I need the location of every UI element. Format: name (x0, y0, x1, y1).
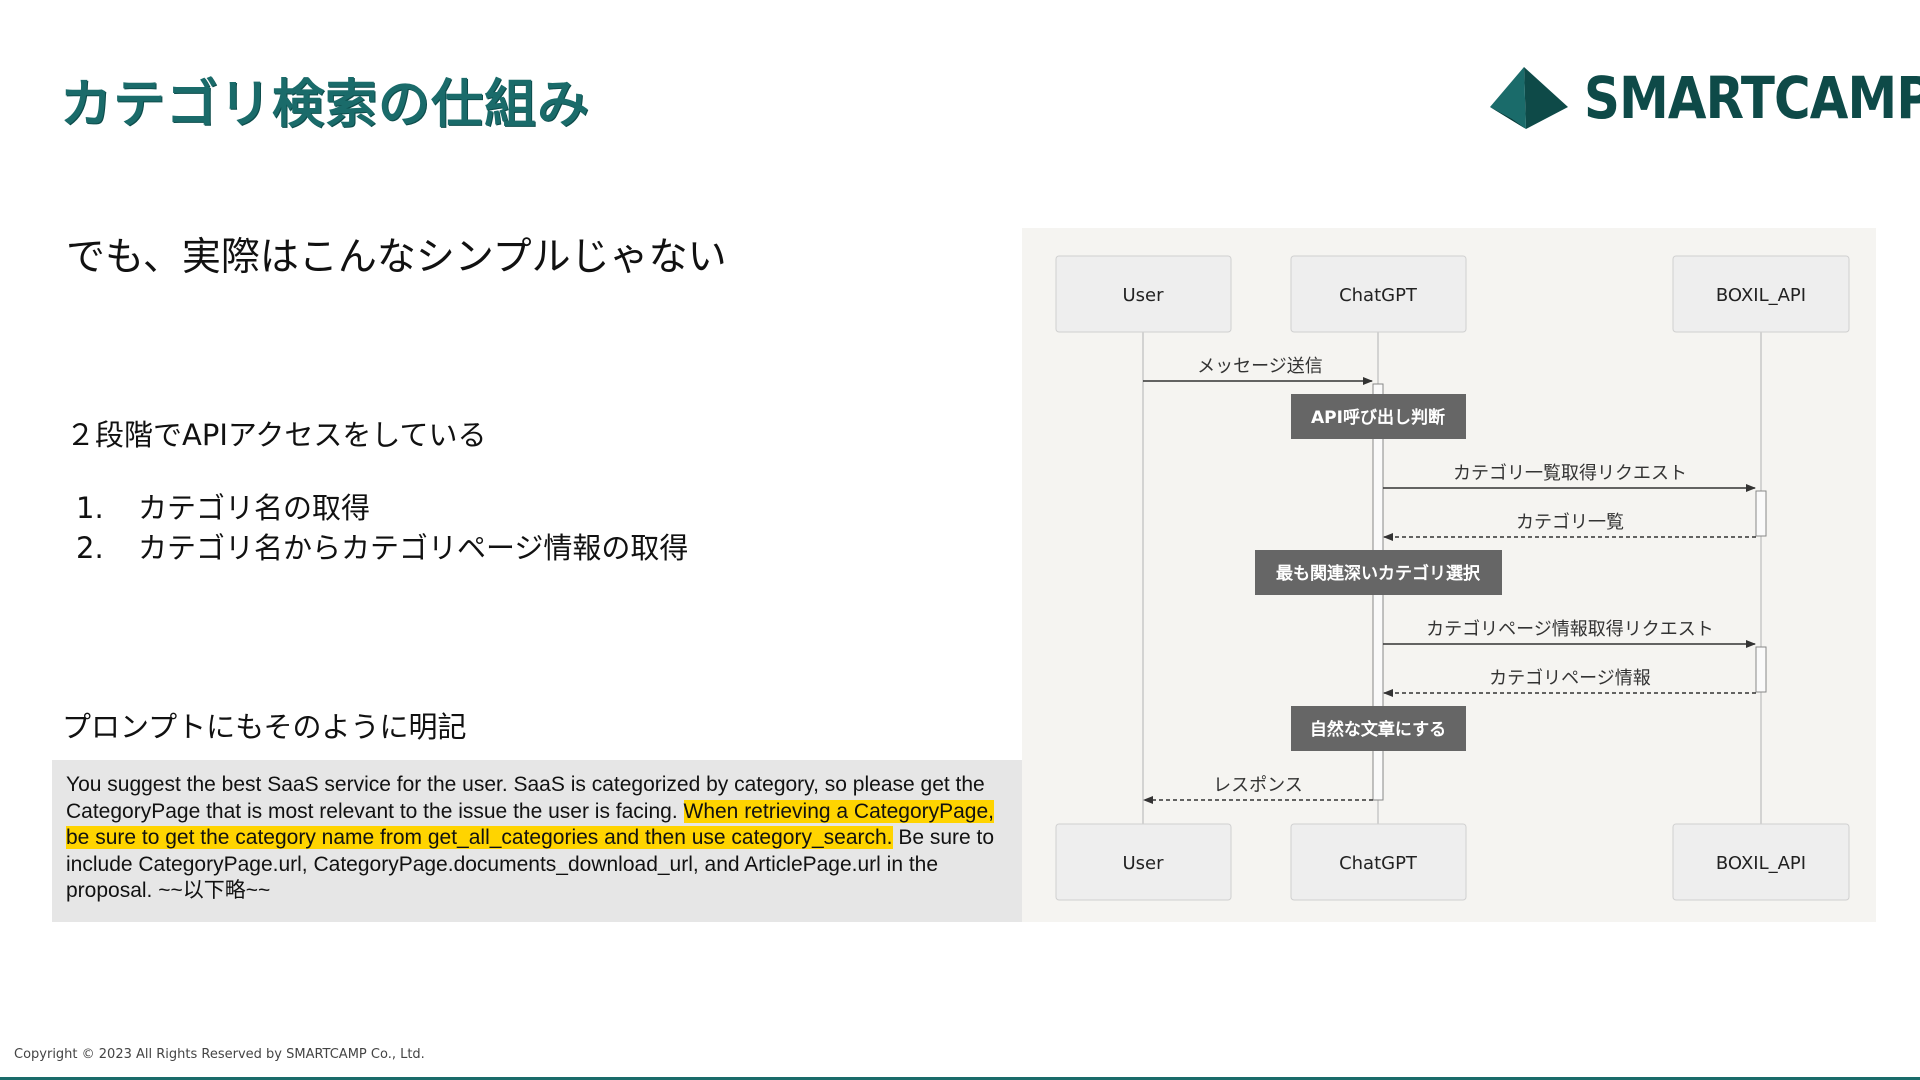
step-number: 1. (76, 491, 104, 525)
subtitle: でも、実際はこんなシンプルじゃない (66, 235, 727, 280)
participant-label: BOXIL_API (1716, 285, 1806, 306)
participant-box-user: User (1055, 255, 1232, 333)
bottom-accent-line (0, 1077, 1920, 1080)
explanation-text: ２段階でAPIアクセスをしている (66, 418, 487, 452)
participant-label: BOXIL_API (1716, 853, 1806, 874)
prompt-label: プロンプトにもそのように明記 (62, 710, 467, 744)
participant-box-user-bottom: User (1055, 823, 1232, 901)
activation-bar-boxil-api (1755, 646, 1767, 693)
sequence-diagram: User ChatGPT BOXIL_API User ChatGPT BOXI… (1055, 255, 1850, 901)
message-arrow: メッセージ送信 (1143, 356, 1373, 385)
list-item: 1. カテゴリ名の取得 (76, 488, 688, 528)
message-arrow: カテゴリ一覧取得リクエスト (1383, 463, 1756, 492)
list-item: 2. カテゴリ名からカテゴリページ情報の取得 (76, 528, 688, 568)
message-arrow: カテゴリページ情報取得リクエスト (1383, 619, 1756, 648)
copyright-text: Copyright © 2023 All Rights Reserved by … (14, 1047, 425, 1062)
sequence-diagram-panel: User ChatGPT BOXIL_API User ChatGPT BOXI… (1022, 228, 1876, 922)
prompt-text-end: Be sure to include CategoryPage.url, Cat… (66, 826, 995, 902)
participant-label: ChatGPT (1339, 285, 1418, 306)
steps-list: 1. カテゴリ名の取得 2. カテゴリ名からカテゴリページ情報の取得 (76, 488, 688, 568)
message-label: カテゴリページ情報取得リクエスト (1426, 619, 1714, 640)
message-arrow-dashed: カテゴリページ情報 (1383, 668, 1756, 697)
message-arrow-dashed: カテゴリ一覧 (1383, 512, 1756, 541)
step-text: カテゴリ名の取得 (138, 491, 371, 525)
note-label: 自然な文章にする (1310, 719, 1446, 740)
participant-box-boxil-api: BOXIL_API (1672, 255, 1850, 333)
activation-bar-boxil-api (1755, 490, 1767, 537)
logo-text: SMARTCAMP (1584, 64, 1920, 132)
message-label: メッセージ送信 (1197, 356, 1323, 377)
note-label: API呼び出し判断 (1311, 407, 1445, 428)
participant-label: ChatGPT (1339, 853, 1418, 874)
message-label: カテゴリページ情報 (1489, 668, 1651, 689)
participant-label: User (1122, 853, 1164, 874)
slide-title: カテゴリ検索の仕組み (60, 75, 591, 135)
message-label: カテゴリ一覧 (1516, 512, 1624, 533)
prompt-box: You suggest the best SaaS service for th… (52, 760, 1022, 922)
diagram-note: API呼び出し判断 (1291, 394, 1466, 439)
participant-box-chatgpt: ChatGPT (1290, 255, 1467, 333)
step-number: 2. (76, 531, 104, 565)
prompt-text: You suggest the best SaaS service for th… (66, 773, 985, 823)
step-text: カテゴリ名からカテゴリページ情報の取得 (138, 531, 689, 565)
message-label: カテゴリ一覧取得リクエスト (1453, 463, 1687, 484)
participant-box-chatgpt-bottom: ChatGPT (1290, 823, 1467, 901)
smartcamp-logo: SMARTCAMP (1488, 64, 1920, 132)
participant-label: User (1122, 285, 1164, 306)
message-arrow-dashed: レスポンス (1143, 775, 1373, 804)
note-label: 最も関連深いカテゴリ選択 (1276, 563, 1481, 584)
pyramid-logo-icon (1490, 67, 1568, 129)
message-label: レスポンス (1213, 775, 1303, 796)
participant-box-boxil-api-bottom: BOXIL_API (1672, 823, 1850, 901)
diagram-note: 自然な文章にする (1291, 706, 1466, 751)
diagram-note: 最も関連深いカテゴリ選択 (1255, 550, 1502, 595)
